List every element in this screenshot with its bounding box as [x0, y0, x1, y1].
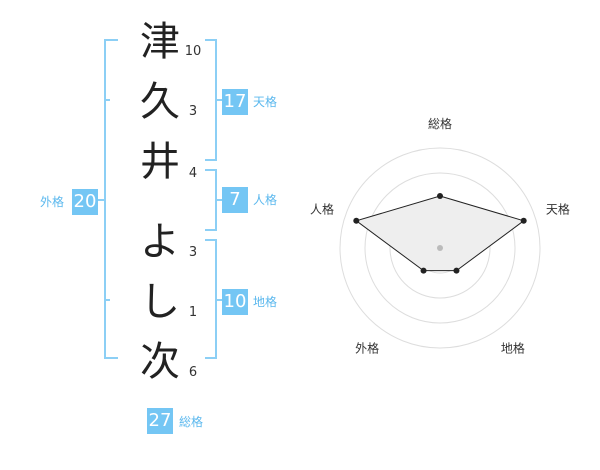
- stroke-count-3: 4: [188, 166, 198, 181]
- radar-ring-3: [364, 172, 516, 324]
- radar-axis-label-0: 総格: [428, 116, 452, 131]
- radar-axis-label-4: 人格: [310, 202, 334, 217]
- stroke-count-2: 3: [188, 104, 198, 119]
- gaikaku-label: 外格: [40, 195, 65, 209]
- name-char-1: 津: [140, 19, 180, 65]
- jinkaku-value: 7: [222, 187, 248, 213]
- radar-polygon: [355, 195, 525, 272]
- name-char-2: 久: [140, 79, 180, 125]
- radar-center-dot: [437, 245, 443, 251]
- chikaku-value: 10: [222, 289, 248, 315]
- chikaku-label: 地格: [253, 295, 278, 309]
- radar-axis-label-1: 天格: [546, 202, 570, 217]
- stroke-count-5: 1: [188, 305, 198, 320]
- tenkaku-label: 天格: [253, 95, 278, 109]
- radar-point-4: [353, 217, 360, 224]
- soukaku-value: 27: [147, 408, 173, 434]
- radar-points: [353, 193, 527, 274]
- gaikaku-value: 20: [72, 189, 98, 215]
- stroke-count-4: 3: [188, 245, 198, 260]
- name-char-4: よ: [140, 219, 180, 265]
- stroke-count-1: 10: [184, 44, 202, 59]
- soukaku-label: 総格: [179, 415, 204, 429]
- radar-axis-label-3: 外格: [355, 340, 379, 355]
- radar-point-3: [420, 267, 427, 274]
- name-char-3: 井: [140, 139, 180, 185]
- radar-point-1: [520, 217, 527, 224]
- radar-axis-label-2: 地格: [501, 340, 525, 355]
- stroke-count-6: 6: [188, 365, 198, 380]
- tenkaku-value: 17: [222, 89, 248, 115]
- jinkaku-label: 人格: [253, 193, 278, 207]
- radar-point-2: [453, 267, 460, 274]
- radar-point-0: [437, 193, 443, 199]
- name-char-5: し: [140, 279, 180, 325]
- radar-ring-4: [339, 147, 541, 349]
- name-char-6: 次: [140, 339, 180, 385]
